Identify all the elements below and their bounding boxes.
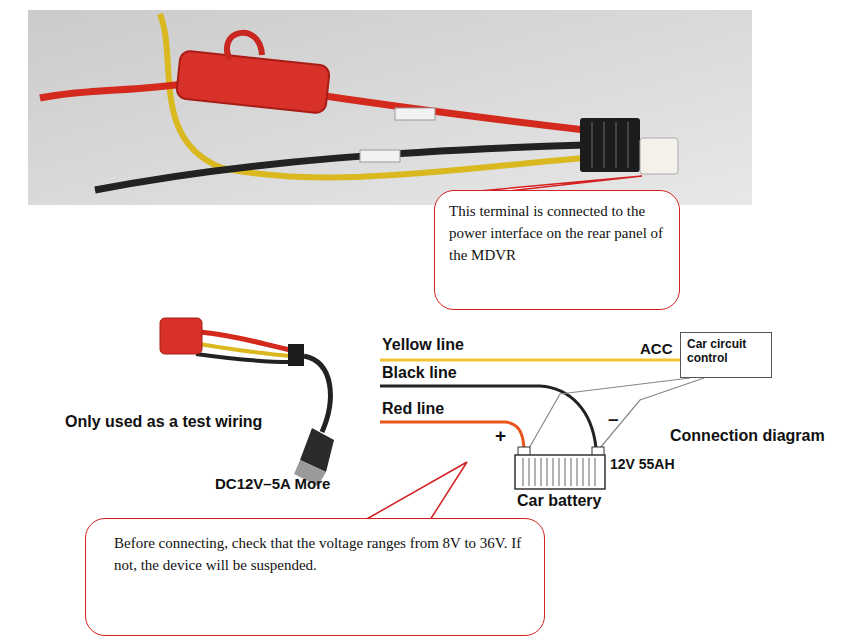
battery-cells	[523, 458, 595, 486]
wire-tag	[395, 108, 435, 120]
control-wire	[528, 378, 690, 450]
yellow-line	[380, 359, 680, 362]
node-text: Before connecting, check that the voltag…	[114, 533, 524, 577]
connection-wires	[380, 360, 704, 450]
dc-cable	[304, 356, 330, 432]
fuse-holder	[176, 50, 330, 113]
note-text: Only used as a test wiring	[65, 413, 262, 431]
wire-name: Yellow line	[382, 336, 464, 354]
connector-ribs	[592, 122, 628, 168]
wire-tag	[360, 150, 400, 162]
connector	[580, 118, 640, 172]
red-wire	[40, 84, 182, 98]
battery-body	[515, 455, 605, 489]
control-box: Car circuit control	[680, 332, 772, 378]
callout-bubble: Before connecting, check that the voltag…	[85, 518, 545, 636]
node-text: Car circuit control	[687, 337, 765, 366]
connector	[288, 344, 304, 366]
node-text: This terminal is connected to the power …	[449, 201, 667, 266]
diagram-title: Connection diagram	[670, 427, 825, 445]
battery-rating: 12V 55AH	[610, 456, 675, 472]
part-name: Car battery	[517, 492, 601, 510]
car-battery	[515, 447, 605, 489]
test-wiring	[160, 318, 334, 486]
fuse-holder	[160, 318, 202, 354]
polarity-mark: –	[608, 408, 619, 430]
yellow-wire	[160, 14, 585, 177]
harness-photo	[28, 10, 752, 205]
wire-name: Red line	[382, 400, 444, 418]
fuse-tab	[227, 33, 262, 60]
photo-ground	[28, 10, 752, 205]
black-line	[380, 386, 596, 448]
callout-bubble: This terminal is connected to the power …	[434, 190, 680, 310]
red-wire	[325, 96, 585, 130]
connector-tip	[640, 138, 678, 174]
power-spec: DC12V–5A More	[215, 475, 330, 492]
black-wire	[196, 354, 290, 362]
callout-pointer	[365, 462, 467, 520]
wire-name: Black line	[382, 364, 457, 382]
signal-name: ACC	[640, 340, 673, 357]
polarity-mark: +	[495, 425, 506, 447]
red-line	[380, 422, 524, 448]
black-wire	[95, 145, 585, 190]
